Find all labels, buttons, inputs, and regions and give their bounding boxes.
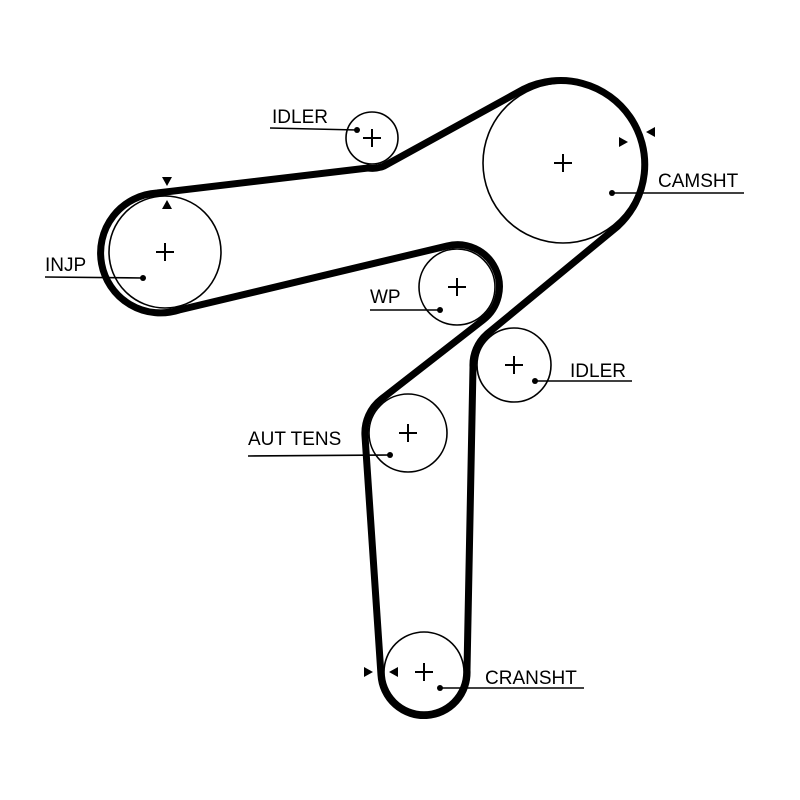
- idler-right-center-mark: [505, 356, 523, 374]
- water-pump-leader-dot: [437, 307, 443, 313]
- auto-tensioner-label: AUT TENS: [248, 429, 341, 450]
- crankshaft-marker-outer: [364, 667, 373, 677]
- injection-pump-marker-inner: [162, 200, 172, 209]
- auto-tensioner-pulley: [368, 393, 448, 473]
- alignment-markers: [162, 127, 655, 677]
- crankshaft-center-mark: [415, 663, 433, 681]
- water-pump-label: WP: [370, 287, 401, 308]
- crankshaft-marker-inner: [389, 667, 398, 677]
- labels: IDLER CAMSHT INJP WP IDLER AUT TENS CRAN…: [45, 107, 739, 689]
- crankshaft-leader-dot: [437, 685, 443, 691]
- center-marks: [156, 129, 572, 681]
- camshaft-leader-dot: [609, 190, 615, 196]
- idler-top-pulley: [345, 111, 399, 165]
- injection-pump-marker-outer: [162, 177, 172, 186]
- idler-right-label: IDLER: [570, 361, 626, 382]
- camshaft-label: CAMSHT: [658, 171, 739, 192]
- auto-tensioner-leader: [247, 454, 391, 457]
- injection-pump-leader-dot: [140, 275, 146, 281]
- injection-pump-label: INJP: [45, 255, 86, 276]
- idler-top-label: IDLER: [272, 107, 328, 128]
- timing-belt: [97, 77, 649, 720]
- crankshaft-label: CRANSHT: [485, 668, 577, 689]
- injection-pump-leader: [44, 276, 144, 279]
- idler-top-center-mark: [363, 129, 381, 147]
- auto-tensioner-center-mark: [399, 424, 417, 442]
- leader-lines: [44, 127, 744, 691]
- water-pump-pulley: [418, 248, 496, 326]
- auto-tensioner-leader-dot: [387, 452, 393, 458]
- idler-top-leader: [269, 127, 358, 131]
- water-pump-center-mark: [448, 278, 466, 296]
- camshaft-marker-inner: [619, 137, 628, 147]
- camshaft-center-mark: [554, 154, 572, 172]
- idler-right-pulley: [476, 327, 552, 403]
- idler-top-leader-dot: [354, 127, 360, 133]
- injection-pump-center-mark: [156, 243, 174, 261]
- injection-pump-pulley: [108, 195, 222, 309]
- idler-right-leader-dot: [532, 378, 538, 384]
- camshaft-marker-outer: [646, 127, 655, 137]
